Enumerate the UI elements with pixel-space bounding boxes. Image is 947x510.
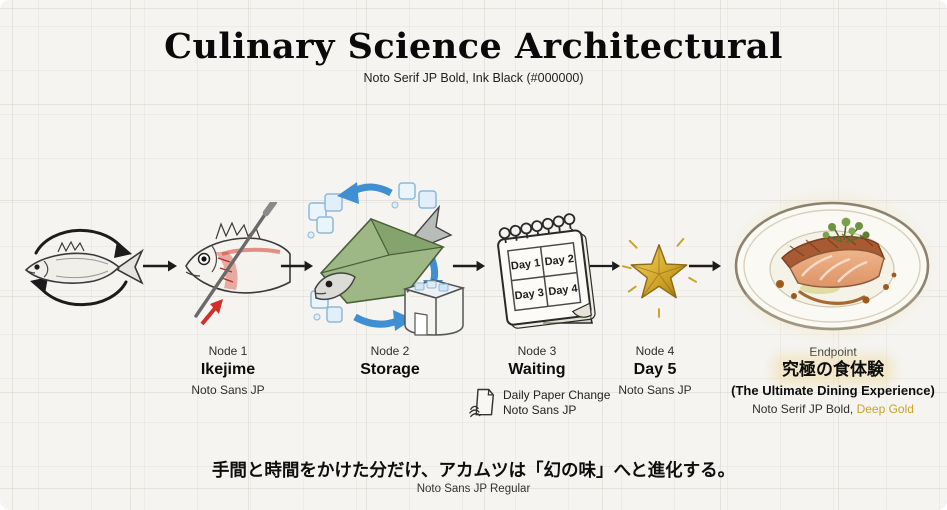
page-subtitle: Noto Serif JP Bold, Ink Black (#000000) <box>363 71 584 85</box>
node3-label: Node 3 Waiting <box>472 344 602 380</box>
star-icon <box>621 237 697 318</box>
deep-gold-text: Deep Gold <box>856 402 914 416</box>
ice-cubes <box>307 182 437 323</box>
endpoint-title-en: (The Ultimate Dining Experience) <box>731 383 935 398</box>
flow-arrow-icon <box>143 260 177 272</box>
node1-title: Ikejime <box>200 361 256 378</box>
flow-arrow-icon <box>589 261 621 271</box>
flow-arrow-icon <box>688 260 722 272</box>
endpoint-title-jp: 究極の食体験 <box>778 360 888 380</box>
node2-title: Storage <box>360 361 420 378</box>
node3-note-line2: Noto Sans JP <box>503 403 577 417</box>
node3-paper-change-note: Daily Paper Change Noto Sans JP <box>469 386 610 420</box>
footer-font-note: Noto Sans JP Regular <box>416 483 531 495</box>
fish-head <box>314 272 356 300</box>
node3-note-text: Daily Paper Change Noto Sans JP <box>503 388 610 418</box>
endpoint-label: Endpoint 究極の食体験 (The Ultimate Dining Exp… <box>722 345 944 417</box>
svg-text:Day 4: Day 4 <box>548 283 579 299</box>
sparkle-lines <box>621 237 697 318</box>
node4-font-note: Noto Sans JP <box>618 383 692 397</box>
red-arrow <box>200 299 223 326</box>
node3-kicker: Node 3 <box>517 344 557 358</box>
endpoint-kicker: Endpoint <box>809 345 857 359</box>
node2-label: Node 2 Storage <box>325 344 455 380</box>
svg-text:Day 1: Day 1 <box>510 257 541 272</box>
sauce-dots <box>776 272 897 305</box>
node1-kicker: Node 1 <box>208 344 248 358</box>
flow-arrow-icon <box>280 260 314 272</box>
ikejime-spike-icon <box>185 202 291 326</box>
fish-cycle-icon <box>24 228 144 307</box>
node4-label: Node 4 Day 5 Noto Sans JP <box>590 344 720 398</box>
endpoint-font-note: Noto Serif JP Bold, Deep Gold <box>752 402 914 416</box>
node4-kicker: Node 4 <box>635 344 675 358</box>
svg-text:Day 2: Day 2 <box>544 253 575 268</box>
fish-fillet <box>781 233 886 288</box>
storage-wrap-icon <box>307 182 466 336</box>
svg-text:Day 3: Day 3 <box>514 287 545 302</box>
node3-note-line1: Daily Paper Change <box>503 388 611 402</box>
spiral-binding <box>498 213 576 244</box>
paper-change-icon <box>469 388 495 418</box>
plated-dish-icon <box>725 186 939 346</box>
fish-illustration <box>24 240 144 285</box>
node1-font-note: Noto Sans JP <box>191 383 265 397</box>
flow-arrow-icon <box>452 260 486 272</box>
node3-title: Waiting <box>508 361 566 378</box>
node2-kicker: Node 2 <box>370 344 410 358</box>
calendar-icon: Day 1 Day 2 Day 3 Day 4 <box>497 213 596 329</box>
node4-title: Day 5 <box>633 361 677 378</box>
footer-tagline: 手間と時間をかけた分だけ、アカムツは「幻の味」へと進化する。 <box>211 460 736 480</box>
microgreens-garnish <box>822 217 870 243</box>
node1-label: Node 1 Ikejime Noto Sans JP <box>163 344 293 398</box>
cooler-box <box>402 279 466 336</box>
page-title: Culinary Science Architectural <box>164 26 783 67</box>
